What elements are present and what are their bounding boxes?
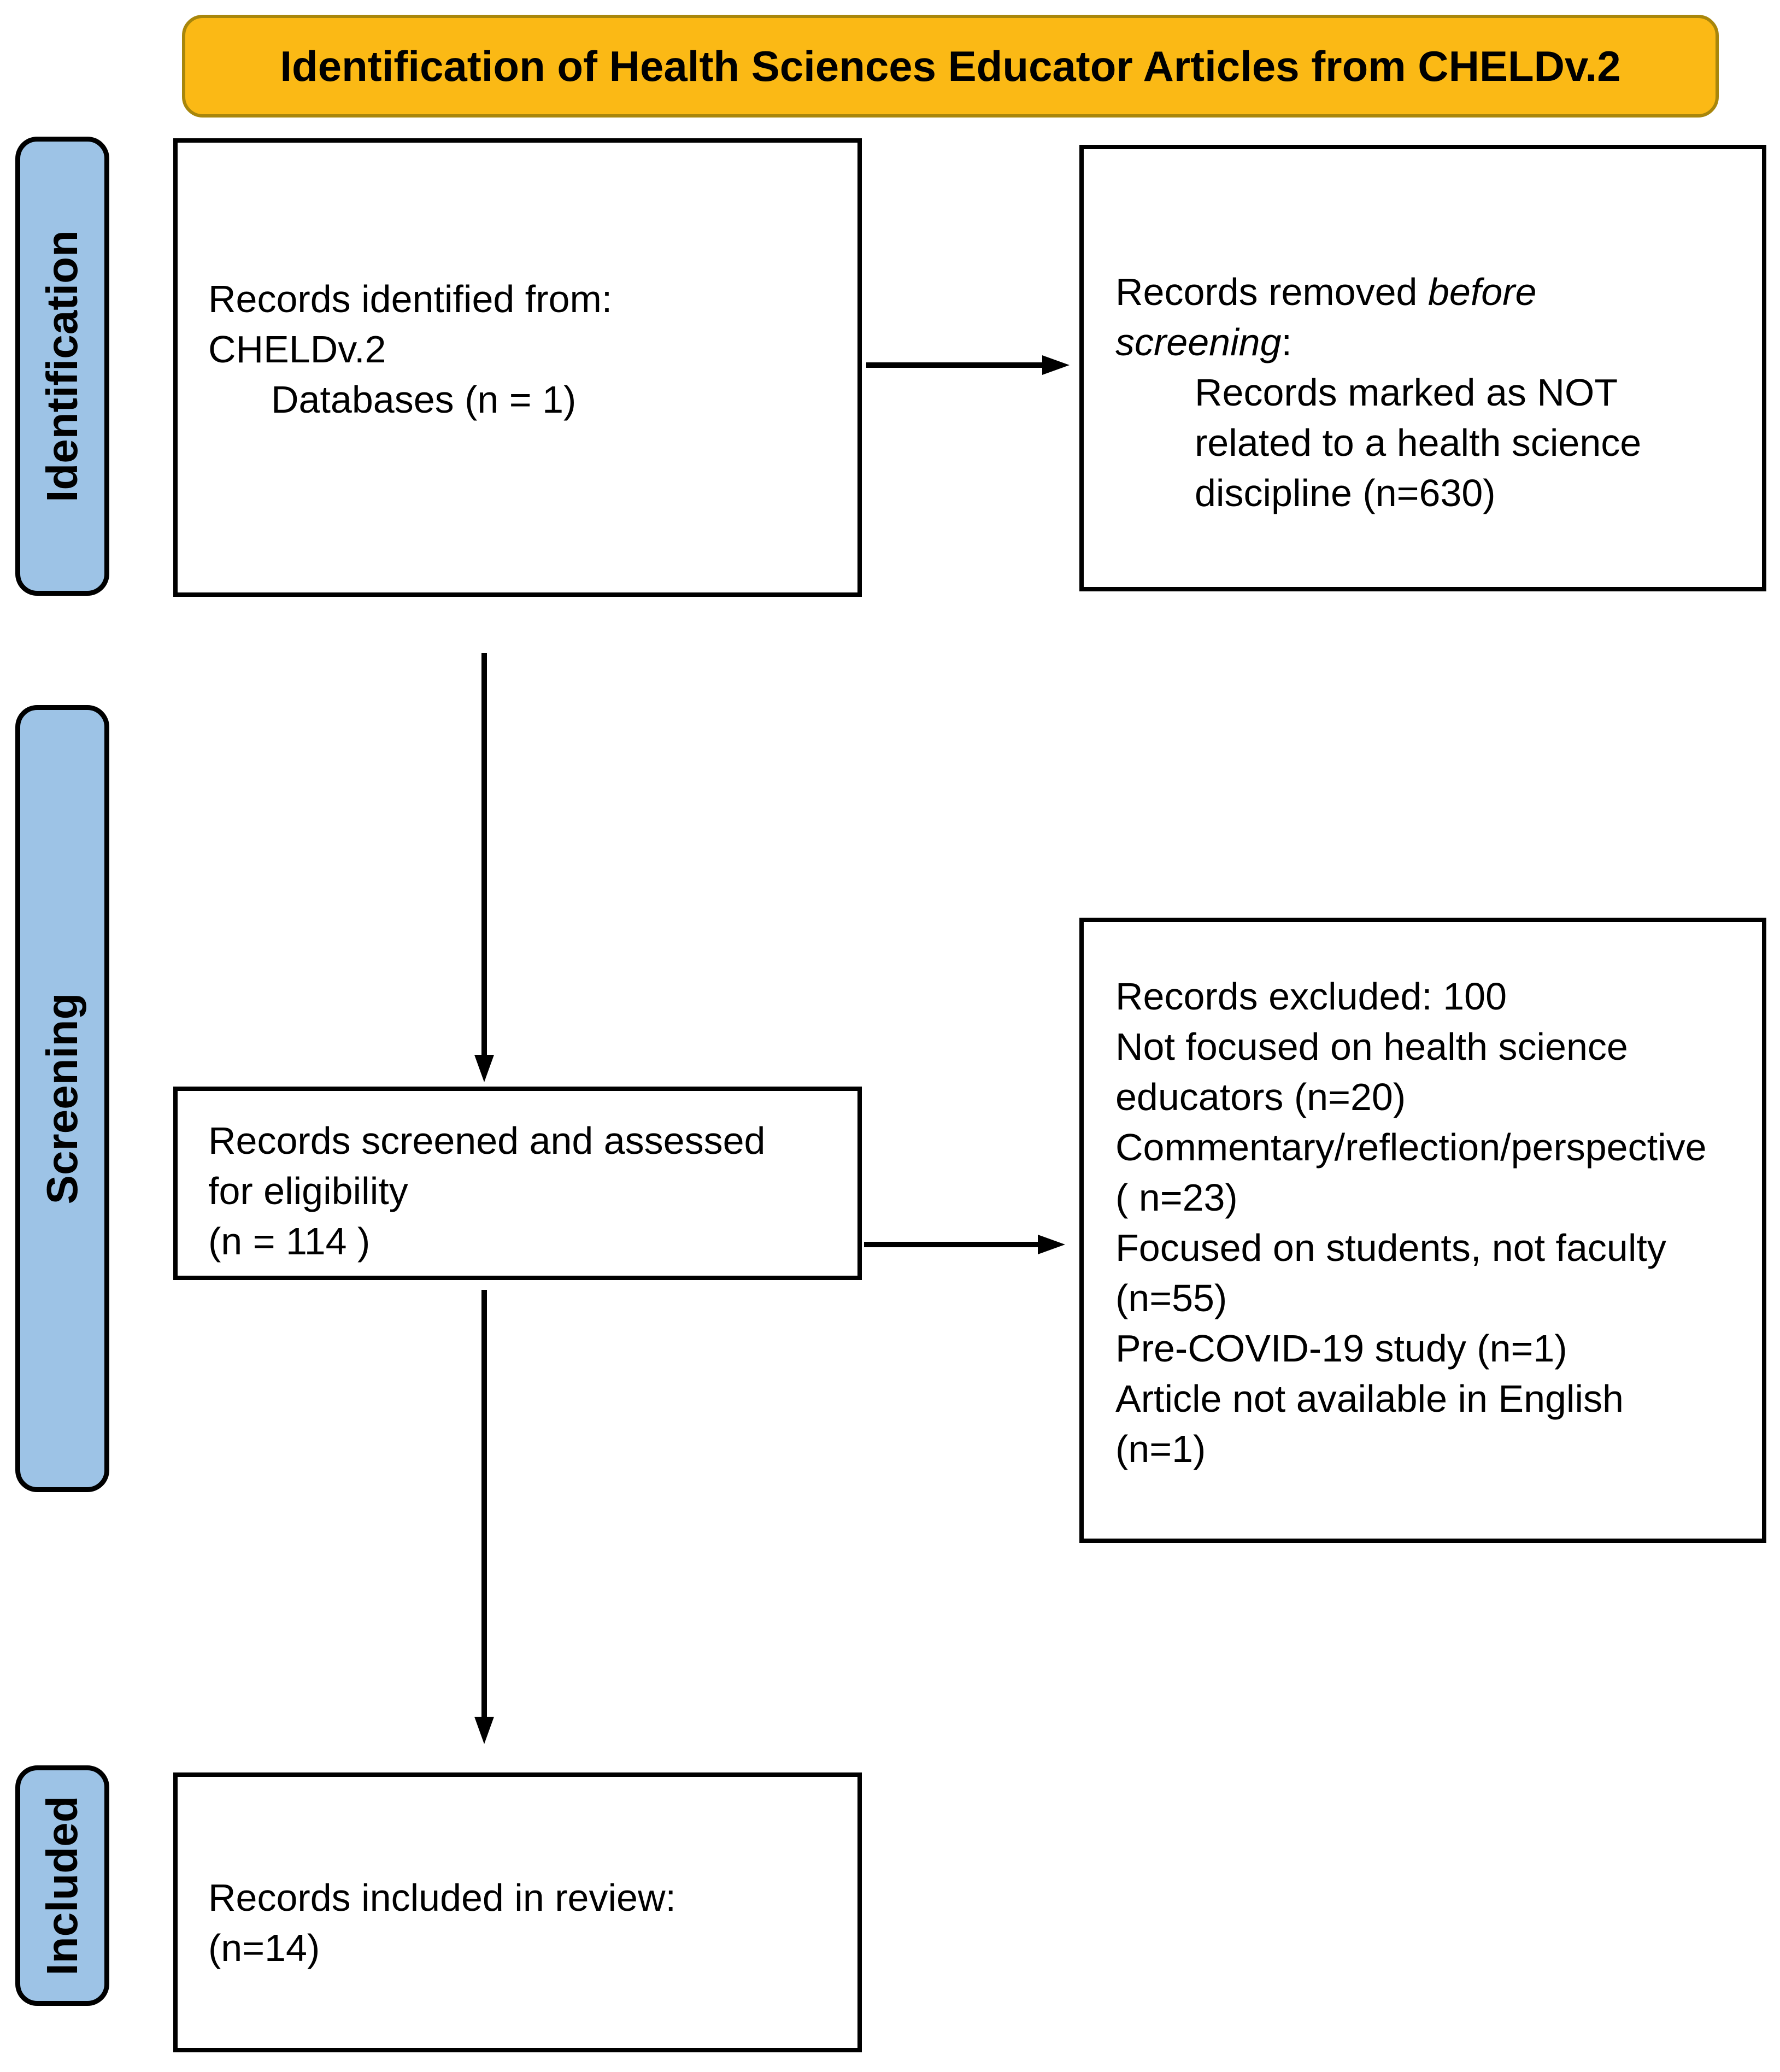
text-line: ( n=23) <box>1115 1176 1238 1219</box>
box-records-screened-text: Records screened and assessed for eligibi… <box>178 1091 857 1276</box>
arrow-screened-to-excluded-head-icon <box>1038 1235 1065 1254</box>
diagram-title: Identification of Health Sciences Educat… <box>280 42 1621 90</box>
stage-label-identification: Identification <box>15 137 109 596</box>
box-records-removed-text: Records removed before screening: Records … <box>1084 149 1762 587</box>
arrow-identified-to-screened-line <box>481 653 487 1055</box>
text-line: Article not available in English <box>1115 1377 1624 1420</box>
text-line: Records excluded: 100 <box>1115 975 1507 1018</box>
text-line: Records included in review: <box>208 1876 676 1919</box>
arrow-identified-to-screened-head-icon <box>474 1055 494 1082</box>
box-records-included: Records included in review: (n=14) <box>173 1772 862 2052</box>
stage-label-included: Included <box>15 1765 109 2006</box>
box-records-screened: Records screened and assessed for eligibi… <box>173 1087 862 1280</box>
text-line: Databases (n = 1) <box>271 378 577 421</box>
text-line: Records identified from: <box>208 278 613 320</box>
text-line: Commentary/reflection/perspective <box>1115 1126 1707 1169</box>
text-line: (n=1) <box>1115 1428 1206 1470</box>
stage-label-identification-text: Identification <box>38 230 86 502</box>
text-line: Records marked as NOT <box>1195 371 1618 414</box>
arrow-screened-to-excluded-line <box>864 1242 1039 1247</box>
text-line: Records removed before <box>1115 271 1537 313</box>
arrow-identified-to-removed-head-icon <box>1042 355 1070 375</box>
box-records-removed-before-screening: Records removed before screening: Records … <box>1079 145 1766 591</box>
arrow-screened-to-included-head-icon <box>474 1717 494 1744</box>
text-line: CHELDv.2 <box>208 328 386 371</box>
text-line: Focused on students, not faculty <box>1115 1226 1666 1269</box>
text-line: (n=55) <box>1115 1277 1227 1319</box>
stage-label-screening-text: Screening <box>38 993 86 1205</box>
text-line: for eligibility <box>208 1170 408 1212</box>
text-line: Records screened and assessed <box>208 1119 766 1162</box>
arrow-screened-to-included-line <box>481 1290 487 1718</box>
text-line: Not focused on health science <box>1115 1025 1628 1068</box>
text-line: (n=14) <box>208 1927 320 1969</box>
box-records-included-text: Records included in review: (n=14) <box>178 1777 857 2048</box>
text-line: Pre-COVID-19 study (n=1) <box>1115 1327 1567 1370</box>
stage-label-included-text: Included <box>38 1795 86 1976</box>
text-line: related to a health science <box>1195 421 1642 464</box>
stage-label-screening: Screening <box>15 705 109 1492</box>
text-line: educators (n=20) <box>1115 1076 1406 1118</box>
text-line: (n = 114 ) <box>208 1220 371 1263</box>
arrow-identified-to-removed-line <box>866 362 1042 368</box>
text-line: screening: <box>1115 321 1292 363</box>
title-banner: Identification of Health Sciences Educat… <box>182 15 1719 118</box>
text-line: discipline (n=630) <box>1195 472 1496 514</box>
